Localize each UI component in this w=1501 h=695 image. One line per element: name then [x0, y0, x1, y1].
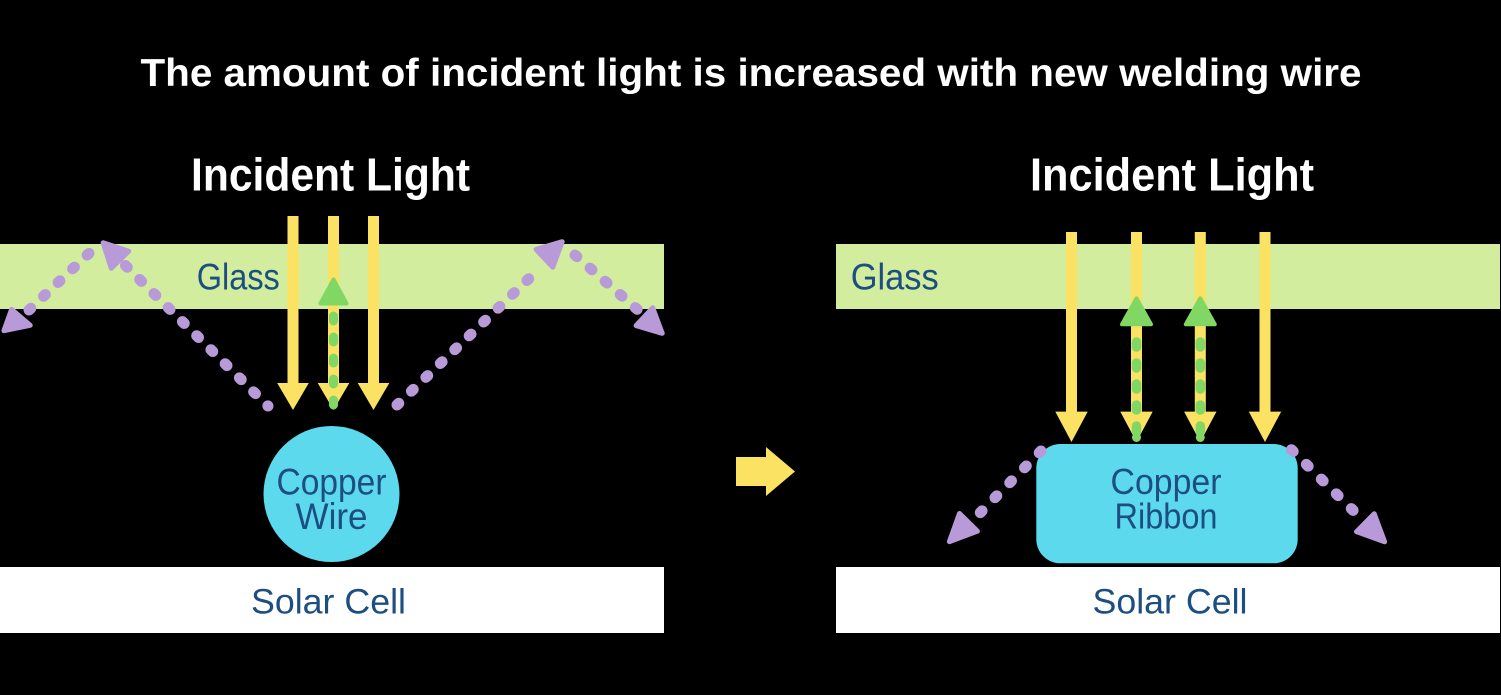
svg-text:Glass: Glass [197, 256, 280, 297]
svg-text:Incident Light: Incident Light [1030, 149, 1314, 201]
svg-text:Wire: Wire [296, 496, 368, 537]
svg-text:Ribbon: Ribbon [1115, 496, 1218, 537]
svg-text:The amount of incident light i: The amount of incident light is increase… [141, 52, 1362, 95]
svg-text:Glass: Glass [851, 256, 939, 297]
svg-text:Solar Cell: Solar Cell [1093, 583, 1248, 622]
svg-text:Copper: Copper [1111, 461, 1222, 502]
svg-text:Incident Light: Incident Light [191, 149, 470, 201]
svg-text:Solar Cell: Solar Cell [251, 583, 406, 622]
svg-text:Copper: Copper [277, 462, 387, 503]
